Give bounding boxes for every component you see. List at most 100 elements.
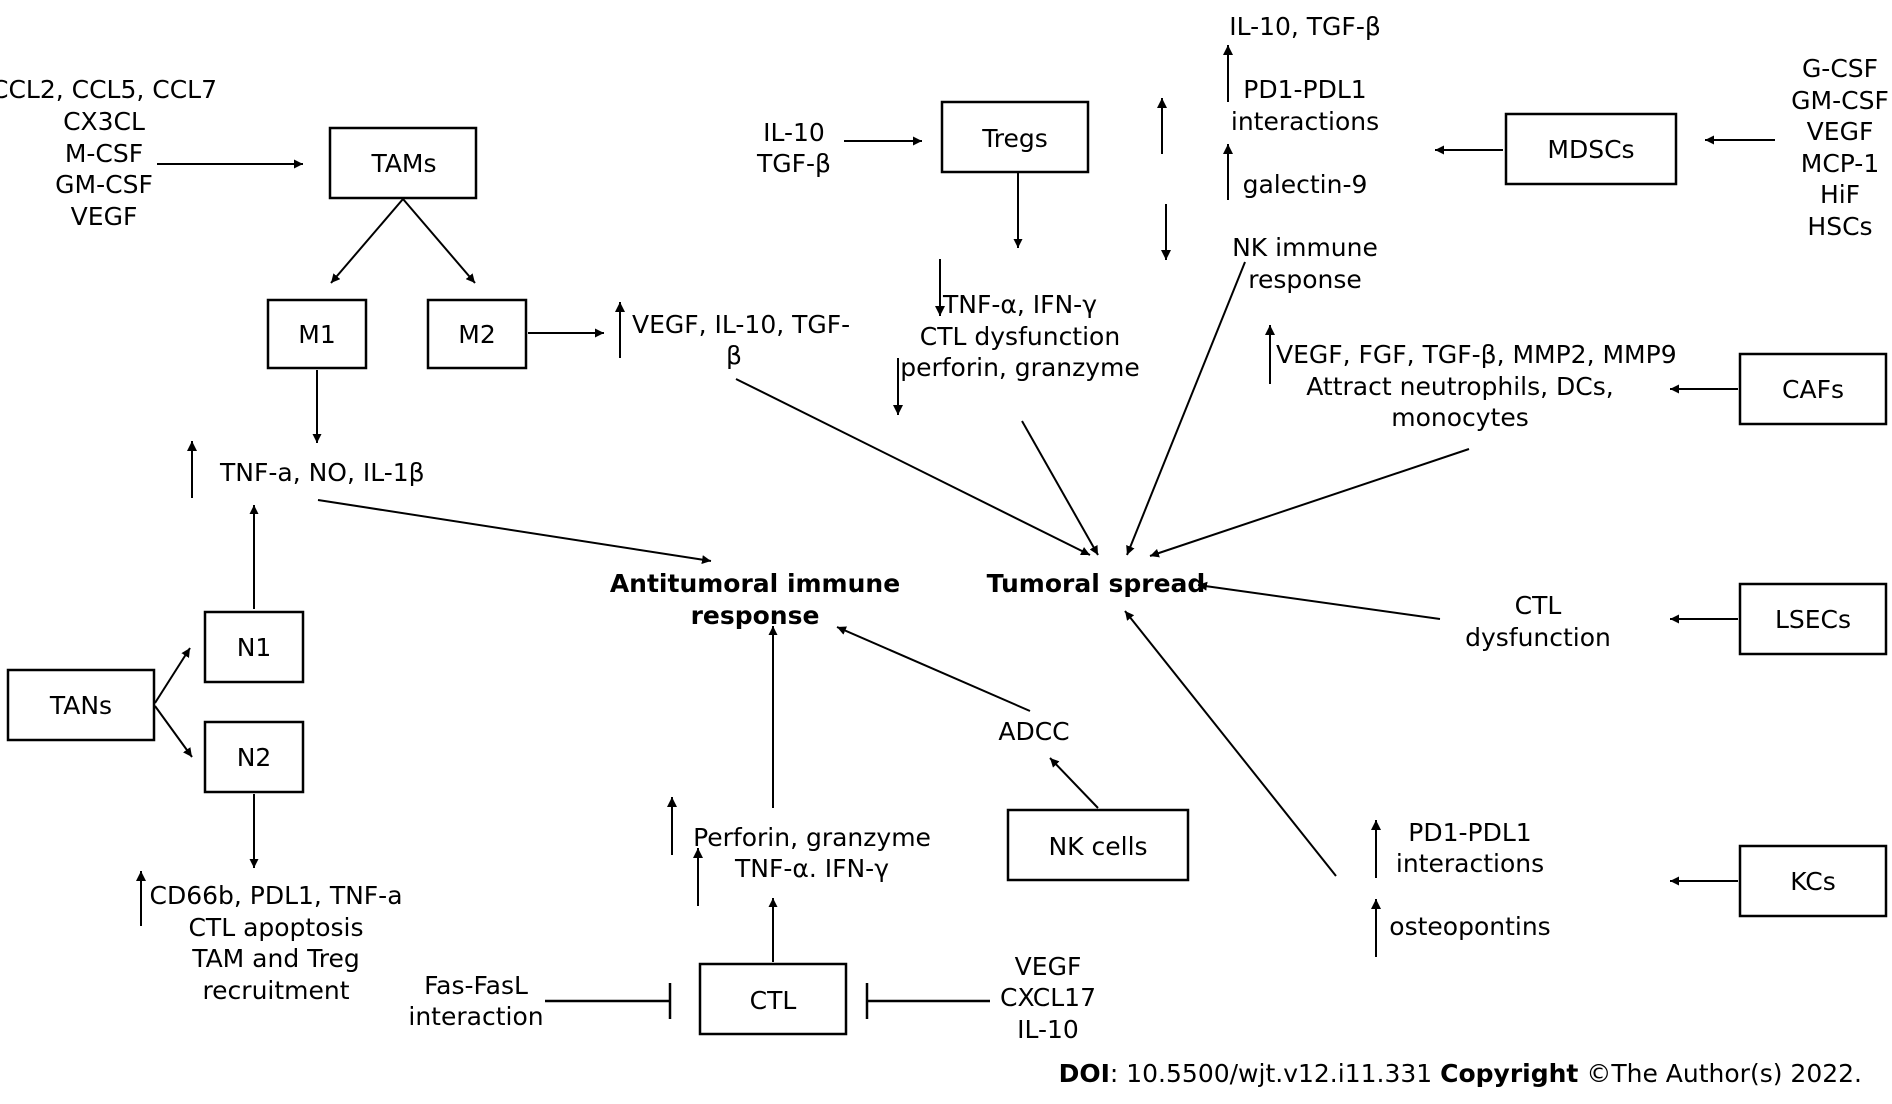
treg-output-line: CTL dysfunction xyxy=(920,322,1120,351)
treg-input: TGF-β xyxy=(756,149,831,178)
mdsc-pd1-line: interactions xyxy=(1231,107,1379,136)
doi-label: DOI xyxy=(1059,1059,1110,1088)
mdsc-top-output: IL-10, TGF-β xyxy=(1229,12,1381,41)
caf-output-line: Attract neutrophils, DCs, xyxy=(1306,372,1613,401)
node-n1: N1 xyxy=(203,610,305,684)
regulation-markers xyxy=(136,45,1381,957)
arrow-nk-response-to-tumoral-spread xyxy=(1126,261,1246,556)
node-n2: N2 xyxy=(203,720,305,794)
node-cafs-label: CAFs xyxy=(1782,375,1844,404)
connectors xyxy=(154,135,1775,962)
arrow-m2-outputs-to-tumoral-spread xyxy=(735,378,1091,556)
m2-output-line: VEGF, IL-10, TGF- xyxy=(632,310,850,339)
arrow-treg-outputs-to-tumoral-spread xyxy=(1021,420,1099,556)
tam-input: VEGF xyxy=(71,202,138,231)
ctl-inhibitor-left: Fas-FasL interaction xyxy=(408,971,543,1031)
mdsc-galectin-output: galectin-9 xyxy=(1243,170,1368,199)
ctl-inhibitor-left-line: Fas-FasL xyxy=(424,971,528,1000)
mdsc-pd1-output: PD1-PDL1 interactions xyxy=(1231,75,1379,136)
treg-input: IL-10 xyxy=(763,118,825,147)
arrow-lsec-outputs-to-tumoral-spread xyxy=(1197,581,1441,620)
node-lsecs: LSECs xyxy=(1738,582,1888,656)
tam-input: M-CSF xyxy=(65,139,143,168)
ctl-inhibitor-right-line: CXCL17 xyxy=(1000,983,1096,1012)
tam-inputs: CCL2, CCL5, CCL7 CX3CL M-CSF GM-CSF VEGF xyxy=(0,75,217,231)
doi-value: : 10.5500/wjt.v12.i11.331 xyxy=(1110,1059,1440,1088)
node-tams: TAMs xyxy=(328,126,478,200)
n2-output-line: recruitment xyxy=(202,976,349,1005)
arrow-tans-to-n1 xyxy=(154,647,191,704)
node-kcs: KCs xyxy=(1738,844,1888,918)
ctl-inhibitor-right-line: IL-10 xyxy=(1017,1015,1079,1044)
node-tregs-label: Tregs xyxy=(981,124,1048,153)
inhibition-connectors xyxy=(545,983,990,1019)
node-ctl: CTL xyxy=(698,962,848,1036)
ctl-inhibitor-right: VEGF CXCL17 IL-10 xyxy=(1000,952,1096,1044)
mdsc-input: G-CSF xyxy=(1802,54,1878,83)
node-n2-label: N2 xyxy=(237,743,272,772)
arrow-kc-outputs-to-tumoral-spread xyxy=(1124,610,1337,877)
mdsc-nk-line: response xyxy=(1248,265,1362,294)
m2-output-line: β xyxy=(726,341,742,370)
copyright-label: Copyright xyxy=(1440,1059,1578,1088)
ctl-inhibitor-left-line: interaction xyxy=(408,1002,543,1031)
arrow-tams-to-m1 xyxy=(330,198,404,284)
n2-output-line: CTL apoptosis xyxy=(188,913,363,942)
node-kcs-label: KCs xyxy=(1790,867,1836,896)
node-ctl-label: CTL xyxy=(750,986,797,1015)
caf-output-line: VEGF, FGF, TGF-β, MMP2, MMP9 xyxy=(1276,340,1677,369)
node-m1-label: M1 xyxy=(298,320,335,349)
outcome-antitumoral: Antitumoral immune response xyxy=(610,569,900,630)
lsec-output-line: CTL xyxy=(1515,591,1562,620)
kc-pd1-line: PD1-PDL1 xyxy=(1408,818,1531,847)
node-tregs: Tregs xyxy=(940,100,1090,174)
mdsc-inputs: G-CSF GM-CSF VEGF MCP-1 HiF HSCs xyxy=(1791,54,1889,241)
treg-outputs: TNF-α, IFN-γ CTL dysfunction perforin, g… xyxy=(900,290,1140,382)
tam-input: CX3CL xyxy=(63,107,145,136)
tam-input: GM-CSF xyxy=(55,170,153,199)
arrow-nk-cells-to-adcc xyxy=(1049,757,1099,809)
arrow-caf-outputs-to-tumoral-spread xyxy=(1149,448,1470,558)
node-n1-label: N1 xyxy=(237,633,272,662)
node-cafs: CAFs xyxy=(1738,352,1888,426)
mdsc-nk-line: NK immune xyxy=(1232,233,1378,262)
arrow-adcc-to-antitumoral xyxy=(836,626,1031,712)
treg-output-line: perforin, granzyme xyxy=(900,353,1140,382)
mdsc-input: VEGF xyxy=(1807,117,1874,146)
node-tans-label: TANs xyxy=(49,691,112,720)
mdsc-pd1-line: PD1-PDL1 xyxy=(1243,75,1366,104)
lsec-output-line: dysfunction xyxy=(1465,623,1611,652)
node-tans: TANs xyxy=(6,668,156,742)
doi-footer: DOI: 10.5500/wjt.v12.i11.331 Copyright ©… xyxy=(1059,1059,1862,1088)
node-tams-label: TAMs xyxy=(370,149,436,178)
m2-outputs: VEGF, IL-10, TGF- β xyxy=(632,310,850,370)
mdsc-nk-output: NK immune response xyxy=(1232,233,1378,294)
copyright-value: ©The Author(s) 2022. xyxy=(1578,1059,1862,1088)
node-m2: M2 xyxy=(426,298,528,370)
kc-pd1-output: PD1-PDL1 interactions xyxy=(1396,818,1544,878)
n2-outputs: CD66b, PDL1, TNF-a CTL apoptosis TAM and… xyxy=(149,881,402,1005)
ctl-output-line: Perforin, granzyme xyxy=(693,823,931,852)
outcome-antitumoral-line-2: response xyxy=(691,601,820,630)
node-mdscs-label: MDSCs xyxy=(1547,135,1634,164)
tam-input: CCL2, CCL5, CCL7 xyxy=(0,75,217,104)
mdsc-input: HiF xyxy=(1820,180,1860,209)
kc-pd1-line: interactions xyxy=(1396,849,1544,878)
n2-output-line: TAM and Treg xyxy=(191,944,360,973)
node-lsecs-label: LSECs xyxy=(1775,605,1851,634)
node-nk-cells-label: NK cells xyxy=(1048,832,1147,861)
node-mdscs: MDSCs xyxy=(1504,112,1678,186)
arrow-tans-to-n2 xyxy=(154,705,193,758)
mdsc-input: GM-CSF xyxy=(1791,86,1889,115)
ctl-outputs: Perforin, granzyme TNF-α. IFN-γ xyxy=(693,823,931,883)
node-m2-label: M2 xyxy=(458,320,495,349)
treg-inputs: IL-10 TGF-β xyxy=(756,118,831,178)
mdsc-input: MCP-1 xyxy=(1801,149,1879,178)
node-m1: M1 xyxy=(266,298,368,370)
mdsc-input: HSCs xyxy=(1807,212,1872,241)
caf-output-line: monocytes xyxy=(1391,403,1529,432)
treg-output-line: TNF-α, IFN-γ xyxy=(942,290,1097,319)
nk-adcc-output: ADCC xyxy=(998,717,1069,746)
outcome-tumoral-spread: Tumoral spread xyxy=(987,569,1206,598)
